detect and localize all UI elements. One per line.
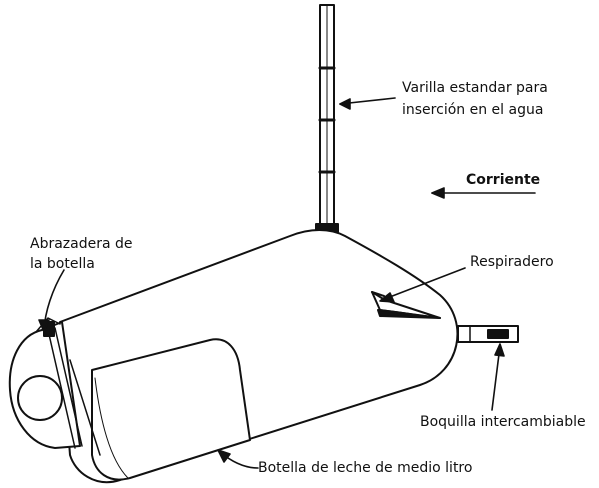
milk-bottle <box>91 338 251 481</box>
bottle-label: Botella de leche de medio litro <box>258 460 473 476</box>
vent-label: Respiradero <box>470 254 554 270</box>
nozzle <box>457 325 519 343</box>
clamp-ring <box>17 375 63 421</box>
clamp-label-line1: Abrazadera de <box>30 236 133 252</box>
current-label: Corriente <box>466 172 541 188</box>
pointer-arrows <box>38 97 536 469</box>
rod <box>315 4 339 233</box>
rod-label-line1: Varilla estandar para <box>402 80 548 96</box>
vent <box>371 291 441 319</box>
clamp-label-line2: la botella <box>30 256 95 272</box>
rod-label-line2: inserción en el agua <box>402 102 544 118</box>
nozzle-label: Boquilla intercambiable <box>420 414 586 430</box>
